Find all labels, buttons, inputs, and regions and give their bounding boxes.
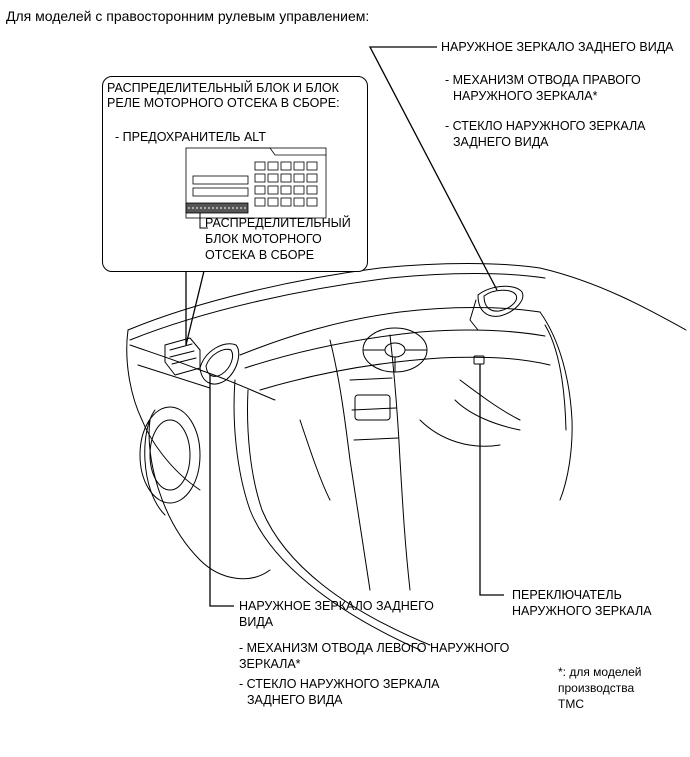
mirror-switch-line1: ПЕРЕКЛЮЧАТЕЛЬ: [512, 588, 622, 602]
footnote-line1: *: для моделей: [558, 665, 642, 679]
block-label-line3: ОТСЕКА В СБОРЕ: [205, 248, 315, 262]
callout-heading-line1: РАСПРЕДЕЛИТЕЛЬНЫЙ БЛОК И БЛОК: [107, 81, 339, 95]
callout-heading-line2: РЕЛЕ МОТОРНОГО ОТСЕКА В СБОРЕ:: [107, 96, 340, 110]
footnote-line2: производства: [558, 681, 635, 695]
block-label-line1: РАСПРЕДЕЛИТЕЛЬНЫЙ: [205, 216, 351, 230]
left-mirror-retract-line1: - МЕХАНИЗМ ОТВОДА ЛЕВОГО НАРУЖНОГО: [239, 641, 510, 655]
left-mirror-heading-line2: ВИДА: [239, 615, 274, 629]
left-mirror-retract-line2: ЗЕРКАЛА*: [239, 657, 301, 671]
left-mirror-glass-line1: - СТЕКЛО НАРУЖНОГО ЗЕРКАЛА: [239, 677, 440, 691]
block-label-line2: БЛОК МОТОРНОГО: [205, 232, 322, 246]
footnote-line3: TMC: [558, 697, 584, 711]
right-mirror-glass-line2: ЗАДНЕГО ВИДА: [453, 135, 549, 149]
left-mirror-heading-line1: НАРУЖНОЕ ЗЕРКАЛО ЗАДНЕГО: [239, 599, 434, 613]
left-mirror-glass-line2: ЗАДНЕГО ВИДА: [247, 693, 343, 707]
right-mirror-glass-line1: - СТЕКЛО НАРУЖНОГО ЗЕРКАЛА: [445, 119, 646, 133]
callout-fuse-alt: - ПРЕДОХРАНИТЕЛЬ ALT: [115, 130, 266, 144]
right-mirror-retract-line2: НАРУЖНОГО ЗЕРКАЛА*: [453, 89, 598, 103]
mirror-switch-line2: НАРУЖНОГО ЗЕРКАЛА: [512, 604, 652, 618]
page-title: Для моделей с правосторонним рулевым упр…: [6, 8, 370, 24]
right-mirror-heading: НАРУЖНОЕ ЗЕРКАЛО ЗАДНЕГО ВИДА: [441, 40, 674, 54]
right-mirror-retract-line1: - МЕХАНИЗМ ОТВОДА ПРАВОГО: [445, 73, 641, 87]
